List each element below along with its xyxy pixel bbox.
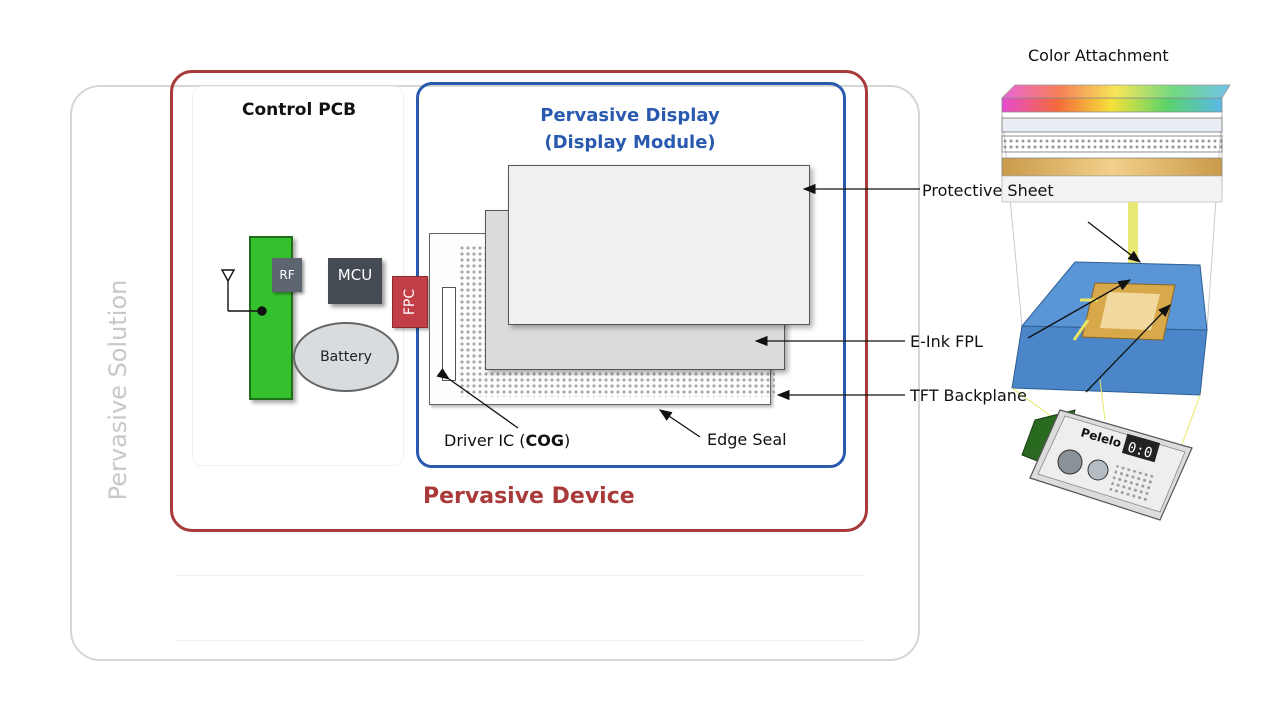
rf-chip: RF	[272, 258, 302, 292]
display-module-title: Pervasive Display (Display Module)	[540, 102, 719, 156]
fpc-connector	[392, 276, 428, 328]
display-module-box	[416, 82, 846, 468]
driver-ic-chip	[442, 287, 456, 381]
device-number: 0:0	[1125, 440, 1154, 462]
faint-strip	[175, 575, 865, 641]
protective-sheet-layer	[508, 165, 810, 325]
driver-ic-leader	[436, 367, 519, 429]
pervasive-device-box	[170, 70, 868, 532]
color-attachment-label: Color Attachment	[1028, 46, 1169, 65]
control-pcb-title: Control PCB	[242, 100, 357, 120]
battery: Battery	[293, 322, 399, 392]
display-title-line1: Pervasive Display	[540, 105, 720, 126]
driver-ic-label: Driver IC (COG)	[444, 431, 570, 450]
edge-seal-leader	[658, 409, 701, 438]
eink-device-illustration: 0:0 Pelelo	[1021, 409, 1193, 521]
tft-backplane-label: TFT Backplane	[909, 386, 1027, 405]
pervasive-device-label: Pervasive Device	[423, 484, 635, 509]
mcu-chip: MCU	[328, 258, 382, 304]
pervasive-solution-box	[70, 85, 920, 661]
protective-sheet-gold	[1001, 157, 1223, 177]
edge-seal-label: Edge Seal	[707, 430, 787, 449]
antenna-icon	[220, 269, 267, 316]
color-attachment-layer	[1001, 97, 1223, 113]
display-title-line2: (Display Module)	[544, 132, 716, 153]
protective-sheet-label: Protective Sheet	[922, 181, 1054, 200]
eink-fpl-label: E-Ink FPL	[910, 332, 983, 351]
exploded-layer-stack	[1001, 84, 1231, 451]
